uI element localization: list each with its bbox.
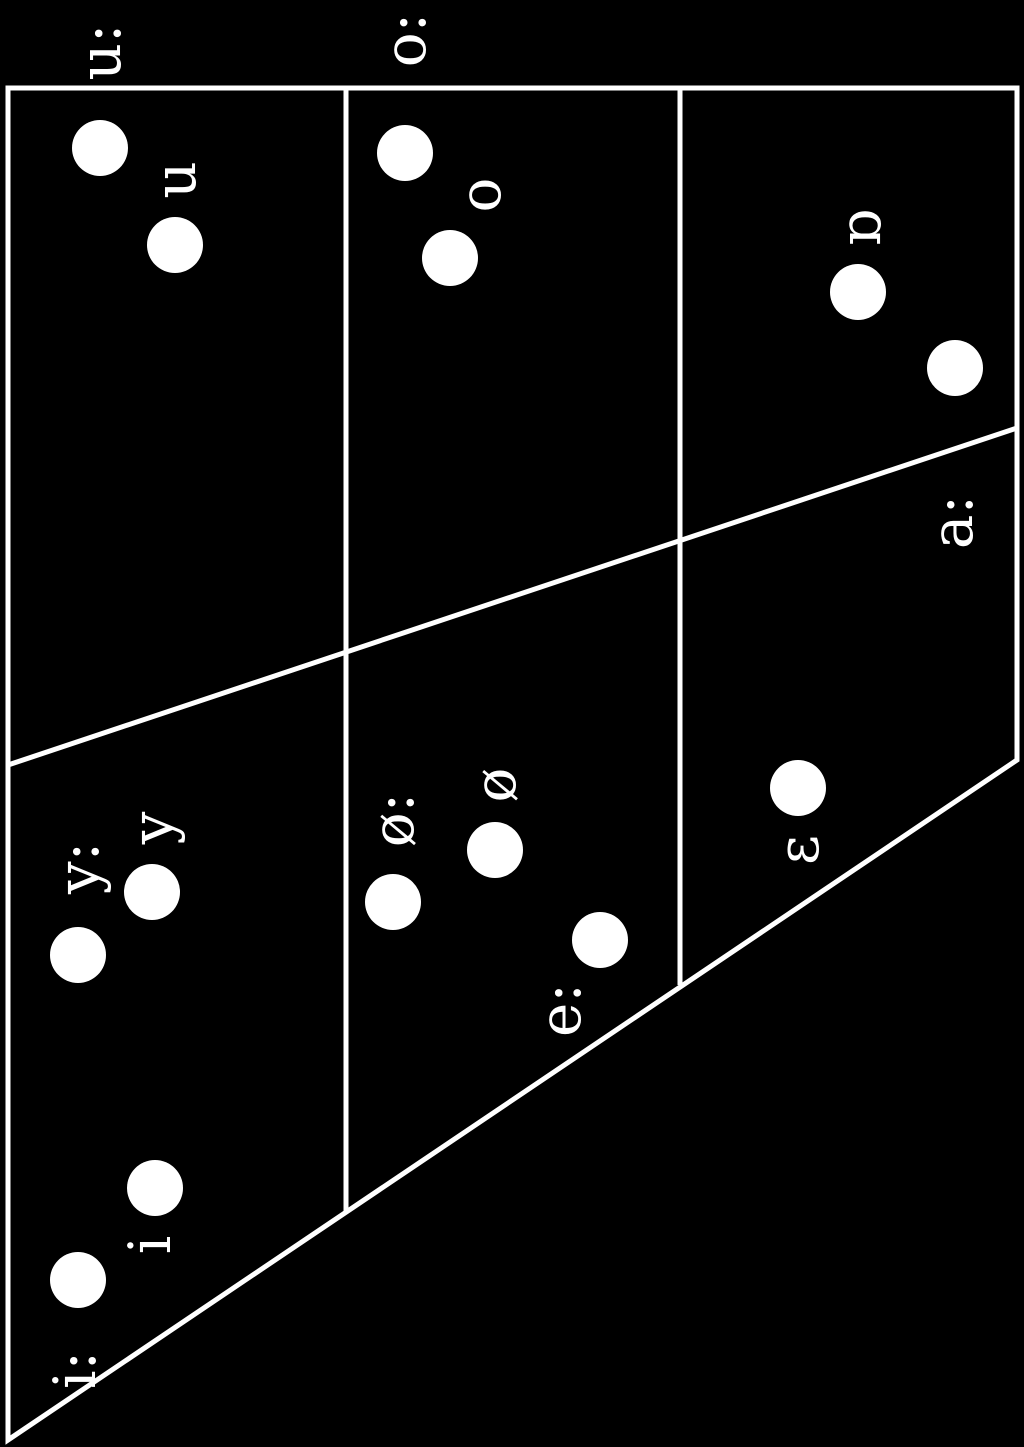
vowel-label-a-long: a:: [918, 495, 986, 549]
vowel-dot-i: [127, 1160, 183, 1216]
vowel-dot-u-long: [72, 120, 128, 176]
vowel-dot-u: [147, 217, 203, 273]
vowel-label-y-long: y:: [44, 842, 112, 895]
vowel-label-i: i: [116, 1236, 184, 1255]
vowel-trapezoid-frame: [5, 85, 1020, 1445]
vowel-dot-o: [422, 230, 478, 286]
vowel-dot-oe-long: [365, 874, 421, 930]
vowel-label-y: y: [118, 811, 186, 845]
vowel-dot-oe: [467, 822, 523, 878]
vowel-label-u: u: [141, 161, 209, 198]
vowel-label-open-e: ɛ: [764, 835, 832, 865]
vowel-dot-y: [124, 864, 180, 920]
vowel-dot-open-back-unlabelled: [927, 340, 983, 396]
central-divider: [7, 425, 1018, 768]
vowel-label-o: o: [446, 178, 514, 213]
vowel-labels: u: u o: o ɒ a: y:y ø: ø e: ɛ i i:: [41, 13, 986, 1389]
vowel-dot-e-long: [572, 912, 628, 968]
vowel-dot-y-long: [50, 927, 106, 983]
vowel-label-open-back: ɒ: [826, 209, 894, 246]
vowel-label-i-long: i:: [41, 1351, 109, 1389]
vowel-label-u-long: u:: [66, 24, 134, 81]
vowel-dot-open-e: [770, 760, 826, 816]
vowel-label-oe: ø: [461, 768, 529, 803]
vowel-label-o-long: o:: [371, 13, 439, 67]
vowel-dots: [50, 120, 983, 1308]
vowel-dot-i-long: [50, 1252, 106, 1308]
vowel-label-e-long: e:: [526, 983, 594, 1037]
vowel-dot-o-long: [377, 125, 433, 181]
vowel-label-oe-long: ø:: [359, 793, 427, 847]
vowel-dot-open-back: [830, 264, 886, 320]
